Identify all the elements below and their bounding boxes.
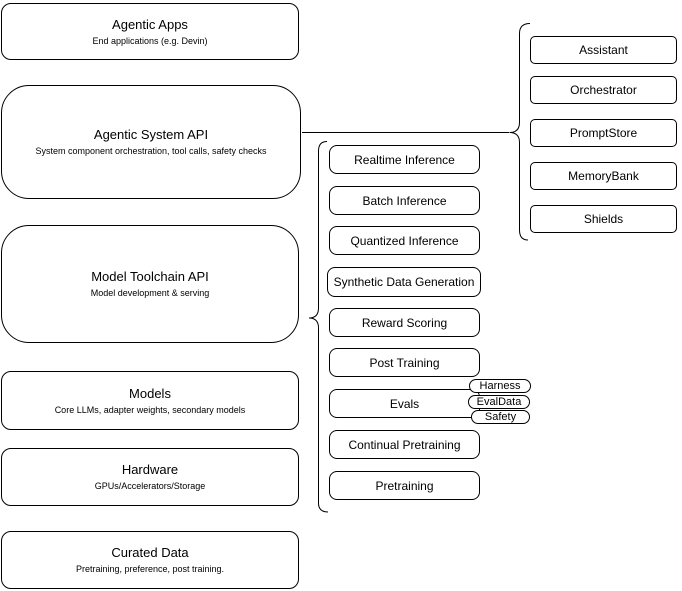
model-toolchain-api-title: Model Toolchain API [91, 269, 209, 284]
agentic-system-api-subtitle: System component orchestration, tool cal… [35, 146, 267, 156]
brace-toolchain-components [308, 141, 329, 513]
models-subtitle: Core LLMs, adapter weights, secondary mo… [54, 404, 246, 415]
node-orchestrator: Orchestrator [530, 76, 677, 104]
node-pretraining: Pretraining [329, 471, 480, 500]
box-model-toolchain-api: Model Toolchain API Model development & … [1, 225, 299, 343]
agentic-system-api-title: Agentic System API [93, 127, 209, 142]
box-agentic-apps: Agentic Apps End applications (e.g. Devi… [1, 3, 299, 60]
model-toolchain-api-subtitle: Model development & serving [90, 288, 210, 298]
node-post-training: Post Training [329, 348, 480, 377]
curated-data-title: Curated Data [111, 545, 189, 560]
node-assistant: Assistant [530, 36, 677, 64]
curated-data-subtitle: Pretraining, preference, post training. [75, 564, 225, 574]
tag-safety: Safety [471, 410, 530, 424]
node-promptstore: PromptStore [530, 119, 677, 147]
agentic-apps-title: Agentic Apps [112, 16, 188, 32]
hardware-subtitle: GPUs/Accelerators/Storage [94, 481, 206, 491]
agentic-apps-subtitle: End applications (e.g. Devin) [92, 35, 208, 46]
tag-harness: Harness [469, 379, 531, 393]
hardware-title: Hardware [121, 462, 179, 477]
node-batch-inference: Batch Inference [329, 186, 480, 215]
node-realtime-inference: Realtime Inference [329, 145, 480, 174]
node-synthetic-data-generation: Synthetic Data Generation [327, 267, 481, 297]
node-shields: Shields [530, 205, 677, 233]
tag-evaldata: EvalData [468, 395, 530, 409]
box-hardware: Hardware GPUs/Accelerators/Storage [1, 448, 299, 506]
node-reward-scoring: Reward Scoring [329, 308, 480, 337]
node-memorybank: MemoryBank [530, 162, 677, 190]
box-models: Models Core LLMs, adapter weights, secon… [1, 371, 299, 430]
node-quantized-inference: Quantized Inference [329, 226, 480, 255]
node-continual-pretraining: Continual Pretraining [329, 430, 480, 459]
models-title: Models [129, 385, 171, 401]
node-evals: Evals [329, 389, 480, 418]
box-agentic-system-api: Agentic System API System component orch… [1, 85, 301, 199]
brace-system-components [509, 23, 531, 241]
box-curated-data: Curated Data Pretraining, preference, po… [1, 531, 299, 589]
